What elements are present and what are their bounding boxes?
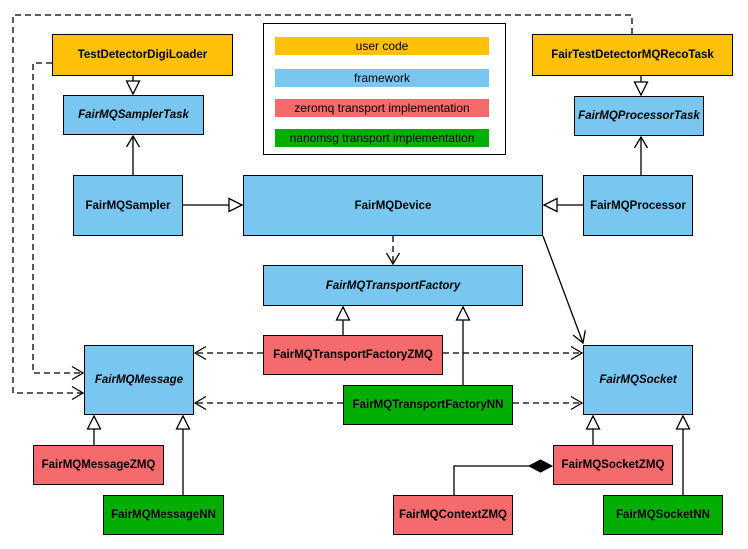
legend-item-framework: framework <box>275 69 489 87</box>
node-fairmqmessagenn: FairMQMessageNN <box>103 495 224 535</box>
legend-item-user-code: user code <box>275 37 489 55</box>
node-fairmqtransportfactoryzmq: FairMQTransportFactoryZMQ <box>263 335 443 375</box>
node-fairmqtransportfactory: FairMQTransportFactory <box>263 265 523 306</box>
node-fairmqprocessor: FairMQProcessor <box>583 175 693 236</box>
edge-contextzmq-composed-socketzmq <box>453 466 552 495</box>
node-fairmqmessagezmq: FairMQMessageZMQ <box>33 445 164 485</box>
node-fairmqsocketzmq: FairMQSocketZMQ <box>553 445 673 485</box>
node-fairmqtransportfactorynn: FairMQTransportFactoryNN <box>343 385 513 425</box>
node-fairmqsamplertask: FairMQSamplerTask <box>63 95 204 135</box>
edge-device-uses-socket <box>542 235 586 345</box>
node-testdetectordigiloader: TestDetectorDigiLoader <box>52 34 233 76</box>
node-fairtestdetectormqrecotask: FairTestDetectorMQRecoTask <box>532 34 733 76</box>
legend-item-nanomsg: nanomsg transport implementation <box>275 129 489 147</box>
node-fairmqprocessortask: FairMQProcessorTask <box>574 96 704 136</box>
node-fairmqsocketnn: FairMQSocketNN <box>603 495 723 535</box>
legend-item-zeromq: zeromq transport implementation <box>275 99 489 117</box>
node-fairmqmessage: FairMQMessage <box>84 345 194 415</box>
node-fairmqcontextzmq: FairMQContextZMQ <box>393 495 513 535</box>
node-fairmqsampler: FairMQSampler <box>73 175 183 236</box>
node-fairmqsocket: FairMQSocket <box>583 345 693 415</box>
legend-box: user code framework zeromq transport imp… <box>263 23 506 155</box>
node-fairmqdevice: FairMQDevice <box>243 175 543 236</box>
